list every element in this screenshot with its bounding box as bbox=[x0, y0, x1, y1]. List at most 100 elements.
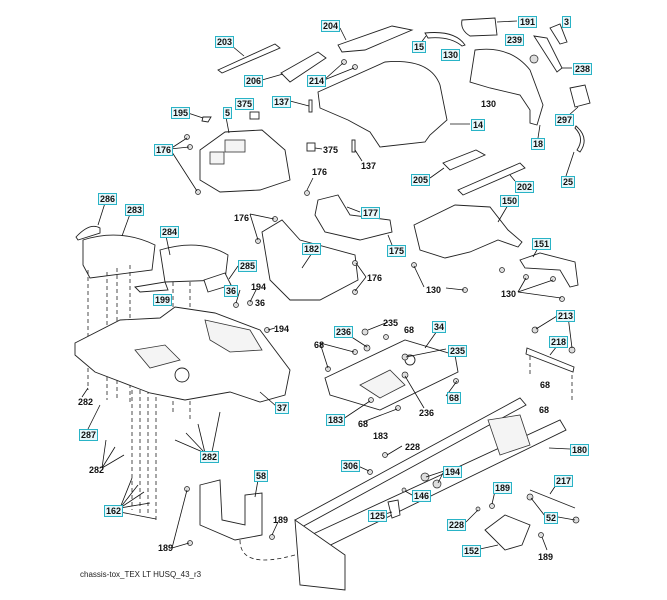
part-label-18[interactable]: 18 bbox=[531, 138, 546, 150]
part-label-238[interactable]: 238 bbox=[573, 63, 593, 75]
part-label-199[interactable]: 199 bbox=[153, 294, 173, 306]
part-label-182[interactable]: 182 bbox=[302, 243, 322, 255]
part-label-205[interactable]: 205 bbox=[411, 174, 431, 186]
part-375-a bbox=[249, 111, 260, 120]
part-label-34[interactable]: 34 bbox=[432, 321, 447, 333]
part-199 bbox=[134, 281, 169, 293]
part-label-189d: 189 bbox=[538, 552, 554, 562]
part-label-5[interactable]: 5 bbox=[223, 107, 233, 119]
part-label-282a: 282 bbox=[78, 397, 94, 407]
part-label-180[interactable]: 180 bbox=[570, 444, 590, 456]
part-58-hitch-bracket bbox=[199, 479, 263, 541]
part-label-236b: 236 bbox=[419, 408, 435, 418]
part-label-217[interactable]: 217 bbox=[554, 475, 574, 487]
part-label-282b[interactable]: 282 bbox=[200, 451, 220, 463]
part-label-177[interactable]: 177 bbox=[361, 207, 381, 219]
part-150-fender bbox=[413, 204, 523, 259]
part-label-36a[interactable]: 36 bbox=[224, 285, 239, 297]
part-label-3[interactable]: 3 bbox=[562, 16, 572, 28]
part-177-175-bracket bbox=[314, 194, 393, 241]
part-label-306[interactable]: 306 bbox=[341, 460, 361, 472]
part-191 bbox=[461, 17, 498, 37]
part-5-dash-panel bbox=[199, 116, 291, 193]
part-label-175[interactable]: 175 bbox=[387, 245, 407, 257]
part-37-foot-panel bbox=[74, 306, 291, 407]
part-label-375b: 375 bbox=[323, 145, 339, 155]
part-label-152[interactable]: 152 bbox=[462, 545, 482, 557]
part-label-52[interactable]: 52 bbox=[544, 512, 559, 524]
part-label-286[interactable]: 286 bbox=[98, 193, 118, 205]
part-284 bbox=[159, 244, 229, 283]
part-label-15[interactable]: 15 bbox=[412, 41, 427, 53]
part-label-194a: 194 bbox=[251, 282, 267, 292]
part-label-14[interactable]: 14 bbox=[471, 119, 486, 131]
part-label-283[interactable]: 283 bbox=[125, 204, 145, 216]
part-label-228b[interactable]: 228 bbox=[447, 519, 467, 531]
part-label-151[interactable]: 151 bbox=[532, 238, 552, 250]
part-label-130b: 130 bbox=[481, 99, 497, 109]
part-label-137a[interactable]: 137 bbox=[272, 96, 292, 108]
part-label-162[interactable]: 162 bbox=[104, 505, 124, 517]
part-label-228a: 228 bbox=[405, 442, 421, 452]
part-label-235b[interactable]: 235 bbox=[448, 345, 468, 357]
part-204-vent bbox=[337, 25, 414, 53]
part-label-130c: 130 bbox=[426, 285, 442, 295]
part-202 bbox=[457, 162, 526, 196]
part-label-284[interactable]: 284 bbox=[160, 226, 180, 238]
part-label-204[interactable]: 204 bbox=[321, 20, 341, 32]
part-195 bbox=[201, 116, 212, 123]
part-label-58[interactable]: 58 bbox=[254, 470, 269, 482]
part-180-frame bbox=[294, 397, 571, 591]
diagram-caption: chassis-tox_TEX LT HUSQ_43_r3 bbox=[80, 570, 202, 579]
part-label-68b: 68 bbox=[314, 340, 325, 350]
part-label-37[interactable]: 37 bbox=[275, 402, 290, 414]
part-label-297[interactable]: 297 bbox=[555, 114, 575, 126]
part-label-195[interactable]: 195 bbox=[171, 107, 191, 119]
part-218-bar bbox=[525, 347, 575, 373]
part-203-trim-strip bbox=[217, 43, 281, 74]
part-238 bbox=[533, 35, 563, 73]
part-182-console bbox=[261, 219, 359, 301]
part-label-191[interactable]: 191 bbox=[518, 16, 538, 28]
part-3 bbox=[549, 23, 568, 45]
part-label-189b: 189 bbox=[273, 515, 289, 525]
part-label-176d: 176 bbox=[367, 273, 383, 283]
part-14-hood bbox=[317, 61, 470, 148]
part-label-287[interactable]: 287 bbox=[79, 429, 99, 441]
part-label-150[interactable]: 150 bbox=[500, 195, 520, 207]
part-25 bbox=[574, 125, 585, 153]
part-label-282c: 282 bbox=[89, 465, 105, 475]
part-label-285[interactable]: 285 bbox=[238, 260, 258, 272]
part-214-clips bbox=[323, 59, 358, 81]
part-label-36b: 36 bbox=[255, 298, 266, 308]
part-label-239[interactable]: 239 bbox=[505, 34, 525, 46]
part-label-189a[interactable]: 189 bbox=[493, 482, 513, 494]
part-label-202[interactable]: 202 bbox=[515, 181, 535, 193]
part-label-194c[interactable]: 194 bbox=[443, 466, 463, 478]
part-label-375a[interactable]: 375 bbox=[235, 98, 255, 110]
part-label-68f: 68 bbox=[358, 419, 369, 429]
part-label-203[interactable]: 203 bbox=[215, 36, 235, 48]
part-label-125[interactable]: 125 bbox=[368, 510, 388, 522]
part-label-130a[interactable]: 130 bbox=[441, 49, 461, 61]
part-label-176c: 176 bbox=[234, 213, 250, 223]
part-label-176a[interactable]: 176 bbox=[154, 144, 174, 156]
part-label-235a: 235 bbox=[383, 318, 399, 328]
part-label-214[interactable]: 214 bbox=[307, 75, 327, 87]
part-label-68d[interactable]: 68 bbox=[447, 392, 462, 404]
part-label-206[interactable]: 206 bbox=[244, 75, 264, 87]
part-label-25[interactable]: 25 bbox=[561, 176, 576, 188]
part-283 bbox=[82, 234, 156, 279]
part-label-68c: 68 bbox=[540, 380, 551, 390]
part-label-218[interactable]: 218 bbox=[549, 336, 569, 348]
part-label-176b: 176 bbox=[312, 167, 328, 177]
part-label-68a: 68 bbox=[404, 325, 415, 335]
part-label-146[interactable]: 146 bbox=[412, 490, 432, 502]
part-label-236a[interactable]: 236 bbox=[334, 326, 354, 338]
part-label-183a[interactable]: 183 bbox=[326, 414, 346, 426]
part-137-pin-b bbox=[351, 139, 356, 153]
part-206-bracket bbox=[261, 51, 327, 83]
part-label-213[interactable]: 213 bbox=[556, 310, 576, 322]
